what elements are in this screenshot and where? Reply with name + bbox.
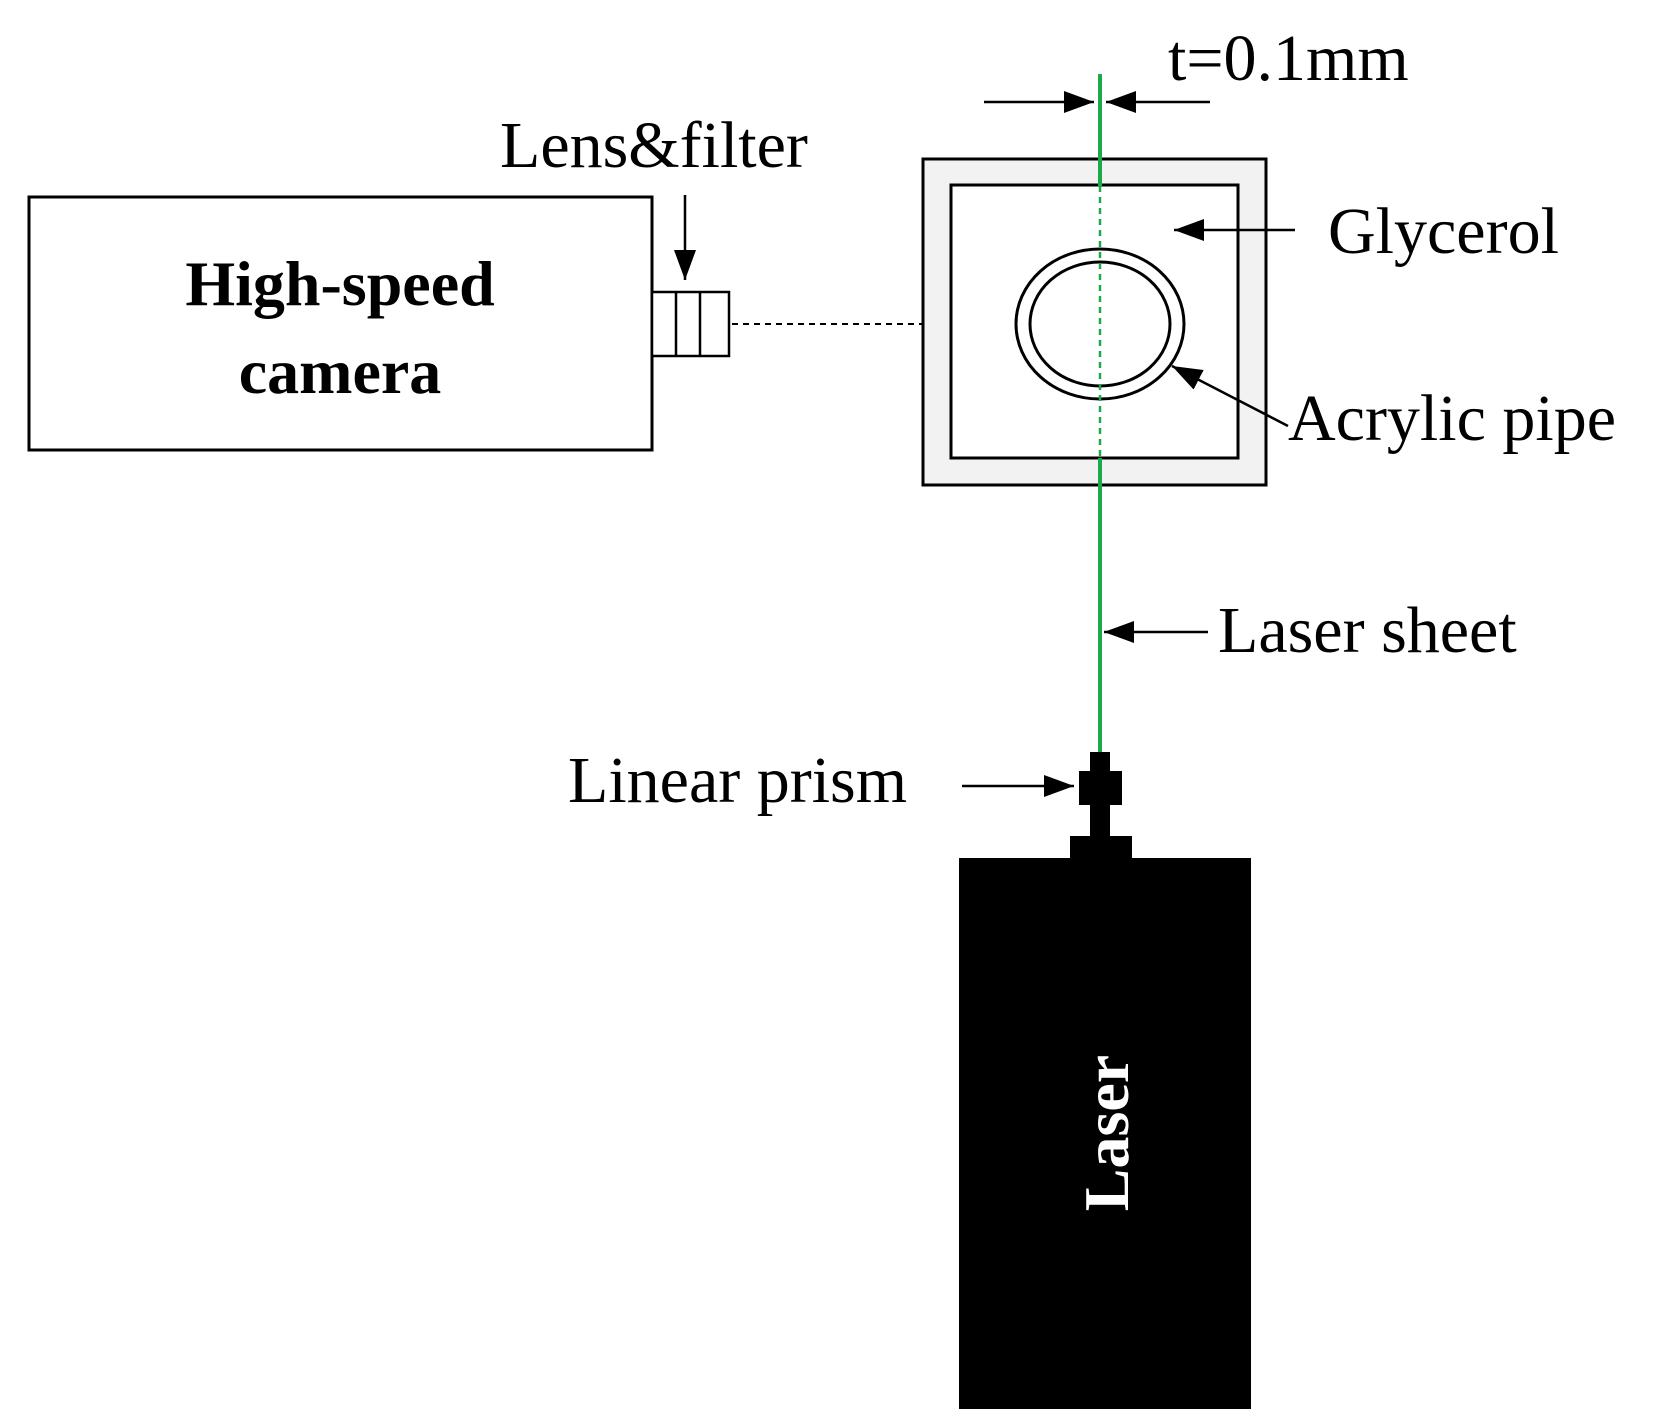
thickness-label: t=0.1mm	[1168, 22, 1409, 95]
lens-filter	[650, 290, 731, 358]
glycerol-label: Glycerol	[1328, 195, 1559, 268]
acrylic-pipe-label: Acrylic pipe	[1288, 382, 1616, 455]
camera-label-line2: camera	[239, 336, 442, 407]
linear-prism	[1070, 752, 1132, 858]
lens-filter-label: Lens&filter	[500, 109, 808, 182]
laser-label: Laser	[1071, 1055, 1142, 1211]
camera-label-line1: High-speed	[185, 248, 494, 319]
high-speed-camera: High-speed camera	[27, 195, 654, 452]
laser-body: Laser	[959, 858, 1251, 1409]
linear-prism-label: Linear prism	[568, 744, 907, 817]
acrylic-pipe-arrow	[1171, 364, 1289, 428]
laser-sheet-label: Laser sheet	[1218, 594, 1517, 667]
